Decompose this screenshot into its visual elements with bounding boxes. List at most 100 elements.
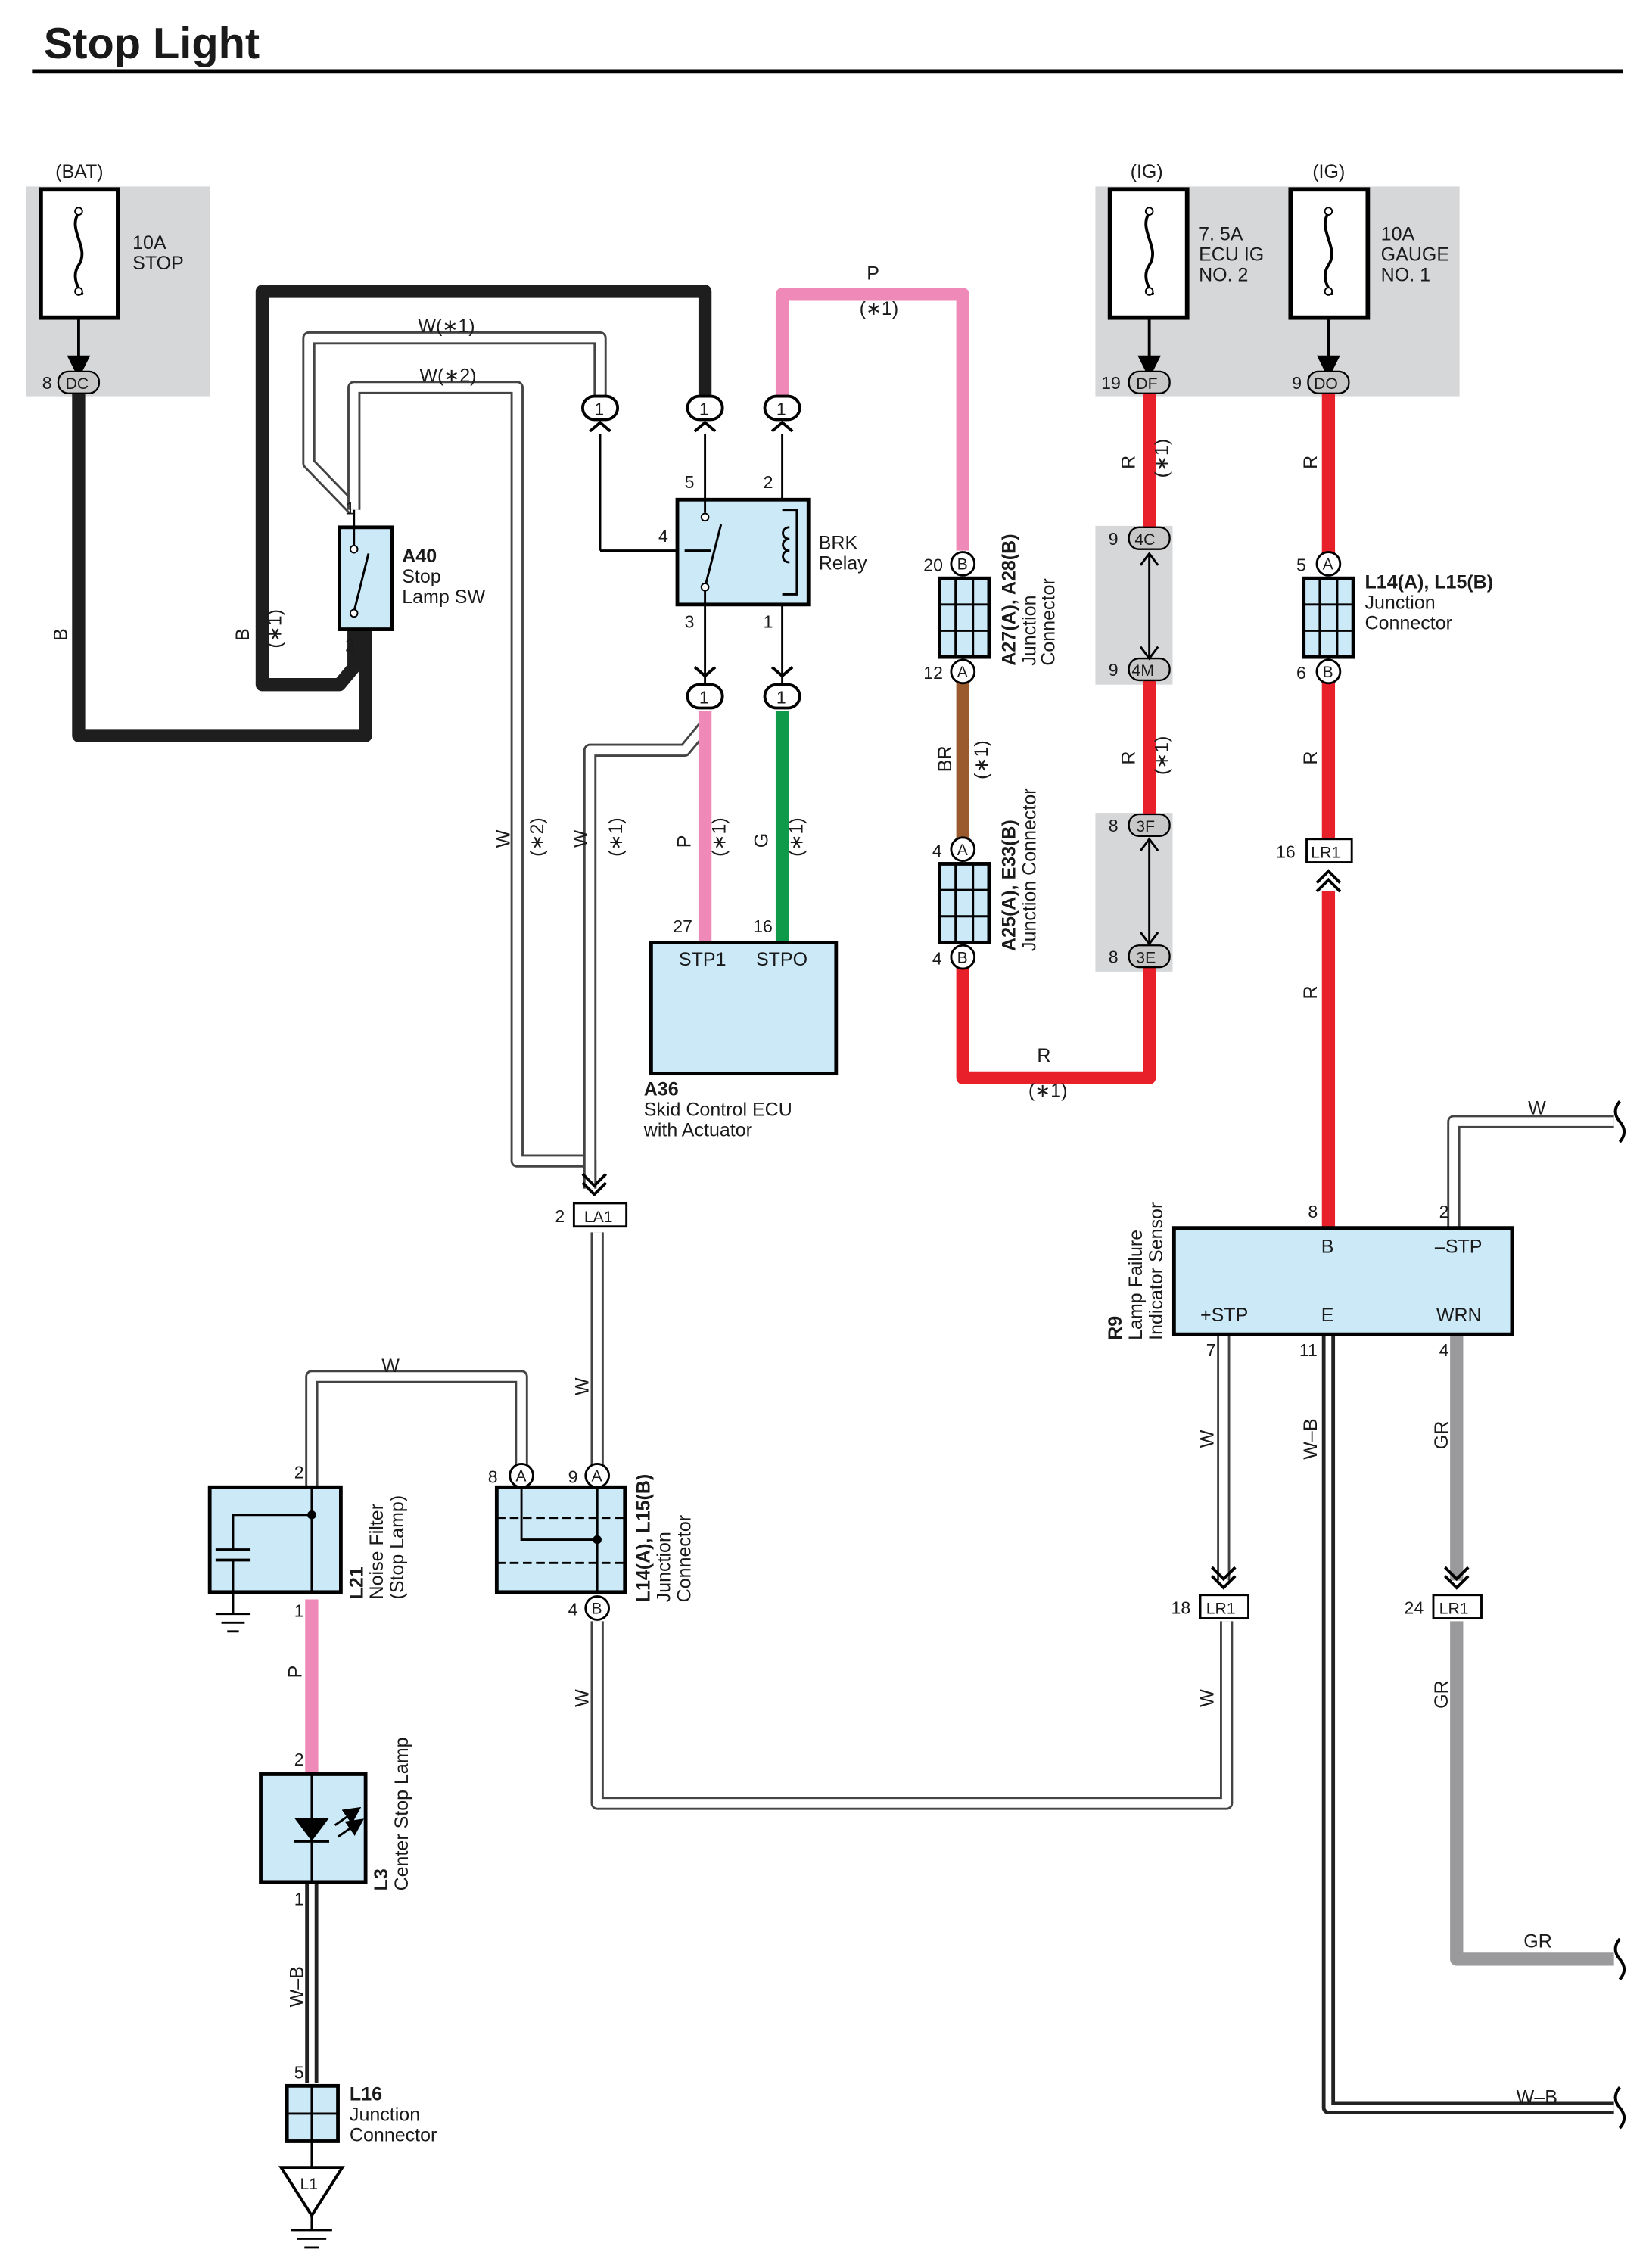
- wire-gr-lr1: [1450, 1621, 1614, 1966]
- svg-text:A: A: [515, 1468, 527, 1486]
- svg-text:W: W: [572, 1689, 593, 1707]
- svg-text:Lamp SW: Lamp SW: [402, 586, 485, 608]
- wire-w-relay3: [583, 721, 711, 1189]
- svg-text:Skid Control ECU: Skid Control ECU: [644, 1099, 792, 1120]
- svg-text:BR: BR: [935, 745, 956, 772]
- svg-text:8: 8: [488, 1467, 498, 1486]
- svg-text:W: W: [571, 829, 592, 848]
- svg-text:B: B: [51, 628, 72, 641]
- lamp-failure-sensor: B –STP +STP E WRN 8 2 7 11 4 R9 Lamp Fai…: [1105, 1202, 1514, 1360]
- svg-text:P: P: [674, 835, 695, 848]
- svg-text:STOP: STOP: [132, 253, 184, 274]
- svg-text:2: 2: [294, 1463, 304, 1482]
- svg-text:R9: R9: [1105, 1316, 1126, 1340]
- connector-lr1-24: LR1 24: [1404, 1566, 1483, 1619]
- svg-text:19: 19: [1101, 373, 1121, 393]
- bat-label: (BAT): [55, 161, 103, 182]
- svg-text:5: 5: [294, 2063, 304, 2083]
- svg-text:24: 24: [1404, 1598, 1424, 1618]
- wire-r-loop: [956, 966, 1156, 1085]
- svg-text:L14(A), L15(B): L14(A), L15(B): [633, 1474, 654, 1603]
- ig-label-1: (IG): [1131, 161, 1163, 182]
- svg-text:5: 5: [1296, 555, 1306, 575]
- ig-label-2: (IG): [1312, 161, 1345, 182]
- svg-text:L16: L16: [350, 2084, 382, 2105]
- svg-text:W–B: W–B: [1517, 2086, 1557, 2108]
- svg-text:R: R: [1300, 456, 1321, 469]
- svg-text:5: 5: [685, 472, 695, 492]
- svg-text:B: B: [591, 1601, 602, 1618]
- svg-text:Relay: Relay: [819, 553, 867, 574]
- ground-symbol: L1: [278, 2141, 345, 2249]
- wire-w-r9-negstp: [1447, 1115, 1614, 1228]
- fuse-stop: 10A STOP 8 DC: [39, 187, 184, 394]
- fuse-gauge: 10A GAUGE NO. 1 9 DO: [1288, 187, 1449, 394]
- svg-text:1: 1: [776, 400, 786, 419]
- svg-text:Junction: Junction: [1365, 593, 1436, 614]
- svg-text:STP1: STP1: [679, 949, 727, 970]
- svg-text:G: G: [751, 833, 772, 848]
- svg-text:6: 6: [1296, 663, 1306, 683]
- svg-text:with Actuator: with Actuator: [643, 1119, 752, 1140]
- svg-text:L1: L1: [300, 2176, 319, 2193]
- svg-text:DC: DC: [66, 375, 89, 393]
- svg-text:3E: 3E: [1136, 949, 1156, 966]
- svg-text:P: P: [285, 1666, 306, 1678]
- svg-text:(∗1): (∗1): [709, 817, 730, 857]
- wire-b-relay: [255, 285, 712, 692]
- svg-text:18: 18: [1171, 1598, 1191, 1618]
- svg-text:1: 1: [294, 1890, 304, 1909]
- stop-lamp-switch: 1 2 A40 Stop Lamp SW: [338, 499, 485, 655]
- svg-text:Connector: Connector: [1038, 578, 1059, 665]
- svg-text:11: 11: [1299, 1340, 1318, 1360]
- svg-text:Noise Filter: Noise Filter: [366, 1504, 387, 1599]
- svg-text:4: 4: [1439, 1340, 1449, 1360]
- svg-text:NO. 2: NO. 2: [1199, 265, 1248, 286]
- svg-text:9: 9: [1292, 373, 1302, 393]
- svg-text:16: 16: [753, 916, 773, 936]
- svg-text:2: 2: [1439, 1202, 1449, 1221]
- inline-connectors-red: 4C 9 4M 9 3F 8 3E 8: [1109, 526, 1171, 969]
- svg-text:A27(A), A28(B): A27(A), A28(B): [999, 534, 1020, 665]
- wire-p-relay: [775, 288, 969, 551]
- svg-text:WRN: WRN: [1436, 1305, 1482, 1326]
- svg-text:Connector: Connector: [350, 2124, 437, 2145]
- svg-text:(∗1): (∗1): [605, 817, 627, 857]
- junction-a25-e33: A B 4 4 A25(A), E33(B) Junction Connecto…: [932, 788, 1041, 970]
- svg-text:Connector: Connector: [674, 1515, 695, 1602]
- svg-text:20: 20: [923, 555, 943, 575]
- svg-text:DO: DO: [1314, 375, 1338, 393]
- svg-text:Indicator Sensor: Indicator Sensor: [1146, 1202, 1167, 1340]
- page-title: Stop Light: [44, 20, 260, 68]
- svg-text:7: 7: [1206, 1340, 1216, 1360]
- svg-text:16: 16: [1276, 842, 1296, 862]
- svg-text:2: 2: [555, 1206, 565, 1226]
- svg-text:3: 3: [685, 612, 695, 632]
- svg-text:9: 9: [1109, 529, 1119, 549]
- svg-text:LR1: LR1: [1311, 845, 1340, 862]
- svg-text:(∗1): (∗1): [971, 740, 992, 779]
- connector-lr1-18: LR1 18: [1171, 1566, 1249, 1619]
- svg-text:2: 2: [294, 1750, 304, 1769]
- svg-text:W: W: [1528, 1098, 1546, 1119]
- svg-text:R: R: [1300, 751, 1321, 764]
- svg-text:A36: A36: [644, 1078, 679, 1100]
- svg-text:3F: 3F: [1136, 818, 1155, 835]
- svg-text:2: 2: [764, 472, 773, 492]
- svg-text:GR: GR: [1431, 1421, 1452, 1450]
- svg-text:1: 1: [345, 499, 355, 518]
- skid-control-ecu: STP1 STPO 27 16 A36 Skid Control ECU wit…: [643, 916, 839, 1140]
- svg-text:L21: L21: [346, 1566, 367, 1599]
- wire-w-star1: [302, 331, 607, 515]
- fuse-ecu-ig: 7. 5A ECU IG NO. 2 19 DF: [1101, 187, 1264, 394]
- svg-text:A: A: [591, 1468, 602, 1486]
- svg-text:Junction Connector: Junction Connector: [1019, 788, 1041, 951]
- svg-text:1: 1: [776, 688, 786, 708]
- svg-text:P: P: [867, 263, 879, 285]
- svg-text:Lamp Failure: Lamp Failure: [1125, 1230, 1147, 1340]
- svg-text:DF: DF: [1136, 375, 1157, 393]
- svg-text:4M: 4M: [1132, 662, 1154, 680]
- svg-text:B: B: [957, 949, 968, 966]
- svg-text:Junction: Junction: [1019, 595, 1041, 665]
